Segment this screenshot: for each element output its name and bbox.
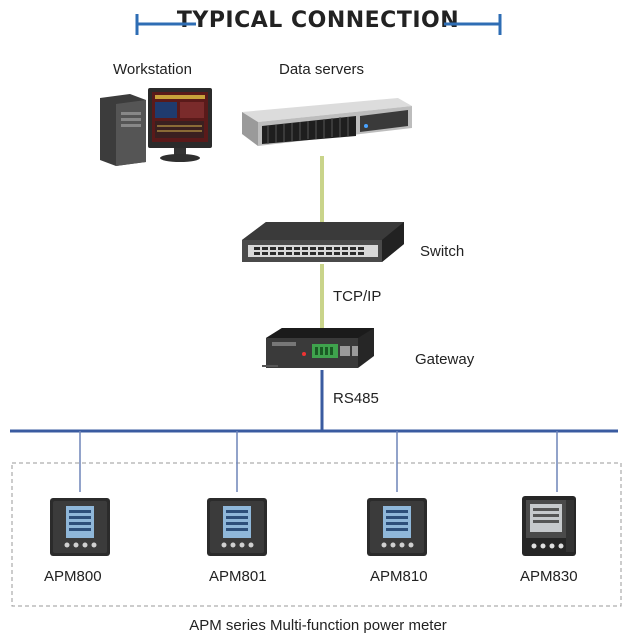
meter-apm830-icon <box>522 496 576 556</box>
meter-apm810-icon <box>367 498 427 556</box>
tcpip-label: TCP/IP <box>333 288 382 305</box>
meter-apm800-icon <box>50 498 110 556</box>
workstation-icon <box>100 88 212 166</box>
title-rule-left <box>135 14 196 35</box>
data-servers-label: Data servers <box>279 61 365 78</box>
meter-label-apm800: APM800 <box>44 568 102 585</box>
meter-group-frame <box>11 462 622 607</box>
meter-apm801-icon <box>207 498 267 556</box>
meter-drop-lines <box>79 431 558 492</box>
meter-label-apm830: APM830 <box>520 568 578 585</box>
switch-icon <box>242 222 404 262</box>
workstation-label: Workstation <box>113 61 192 78</box>
meter-label-apm810: APM810 <box>370 568 428 585</box>
switch-label: Switch <box>420 243 465 260</box>
rs485-label: RS485 <box>333 390 379 407</box>
title-rule-right <box>444 14 502 35</box>
footer-caption: APM series Multi-function power meter <box>189 617 447 634</box>
diagram-title: TYPICAL CONNECTION <box>176 8 460 33</box>
meter-label-apm801: APM801 <box>209 568 267 585</box>
gateway-icon <box>262 328 374 368</box>
gateway-label: Gateway <box>415 351 475 368</box>
data-server-icon <box>242 98 412 146</box>
